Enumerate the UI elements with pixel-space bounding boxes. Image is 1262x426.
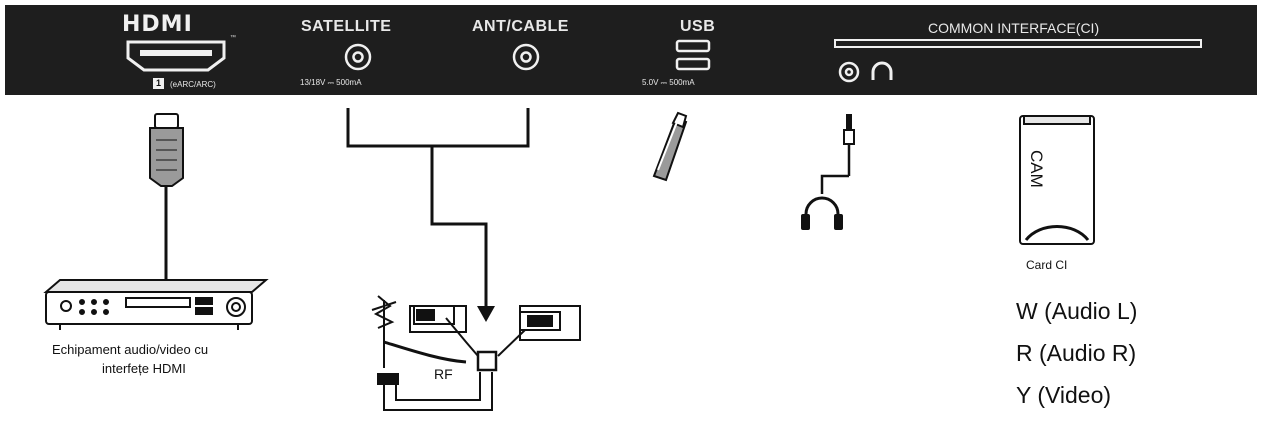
cam-label: CAM: [1027, 150, 1046, 188]
ant-cable-label: ANT/CABLE: [472, 18, 569, 35]
usb-stick-icon: [652, 111, 688, 182]
cam-card-icon: [1019, 115, 1095, 245]
satellite-spec: 13/18V ⎓ 500mA: [300, 78, 362, 87]
usb-label: USB: [680, 18, 716, 35]
headphone-symbol-icon: [871, 61, 893, 80]
usb-port-icon: [675, 39, 711, 71]
av-white-label: W (Audio L): [1016, 298, 1138, 324]
tv-back-panel: [5, 5, 1257, 95]
hdmi-port-icon: [126, 40, 226, 72]
satellite-label: SATELLITE: [301, 18, 392, 35]
satellite-port-icon: [344, 43, 372, 71]
headphone-cable-icon: [820, 114, 855, 194]
hdmi-device-label-line2: interfețe HDMI: [102, 361, 186, 376]
hdmi-cable-icon: [149, 113, 184, 280]
hdmi-logo: HDMI: [122, 12, 193, 37]
hdmi-device-label-line1: Echipament audio/video cu: [52, 342, 209, 357]
headphone-jack-icon: [838, 61, 860, 83]
arrow-head-icon: [477, 306, 495, 322]
antenna-rf-splitter-icon: [371, 295, 581, 411]
card-ci-label: Card CI: [1026, 258, 1068, 272]
av-red-label: R (Audio R): [1016, 340, 1137, 366]
rf-label: RF: [434, 366, 453, 382]
rf-connection-lines: [346, 108, 530, 308]
hdmi-trademark: ™: [230, 35, 236, 41]
ci-slot-icon: [834, 39, 1202, 48]
hdmi-earc-label: (eARC/ARC): [170, 80, 216, 89]
hdmi-port-number-badge: 1: [153, 78, 164, 89]
av-receiver-device-icon: [43, 279, 269, 330]
ant-cable-port-icon: [512, 43, 540, 71]
av-yellow-label: Y (Video): [1016, 382, 1112, 408]
usb-spec: 5.0V ⎓ 500mA: [642, 78, 695, 87]
headphones-icon: [801, 196, 843, 230]
common-interface-label: COMMON INTERFACE(CI): [928, 20, 1100, 36]
